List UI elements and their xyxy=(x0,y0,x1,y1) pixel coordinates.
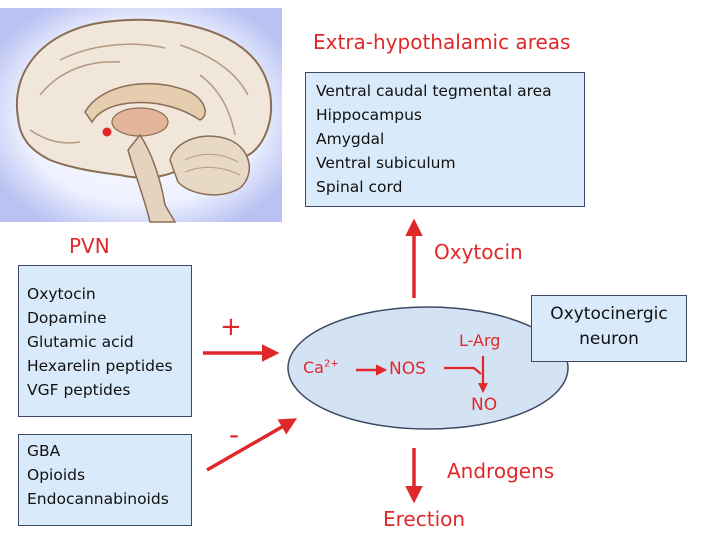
neuron-label-line2: neuron xyxy=(532,327,686,352)
inhibition-arrow xyxy=(207,420,294,470)
l-arginine-label: L-Arg xyxy=(459,331,500,350)
oxytocin-output-label: Oxytocin xyxy=(434,240,523,264)
erection-label: Erection xyxy=(383,507,465,531)
nos-label: NOS xyxy=(389,359,426,379)
inhibition-sign: - xyxy=(229,418,239,451)
oxytocinergic-neuron-label-box: Oxytocinergic neuron xyxy=(531,295,687,362)
nitric-oxide-label: NO xyxy=(471,395,497,415)
androgens-label: Androgens xyxy=(447,459,554,483)
calcium-label: Ca2+ xyxy=(303,358,339,377)
stimulation-sign: + xyxy=(220,312,242,342)
neuron-label-line1: Oxytocinergic xyxy=(532,302,686,327)
